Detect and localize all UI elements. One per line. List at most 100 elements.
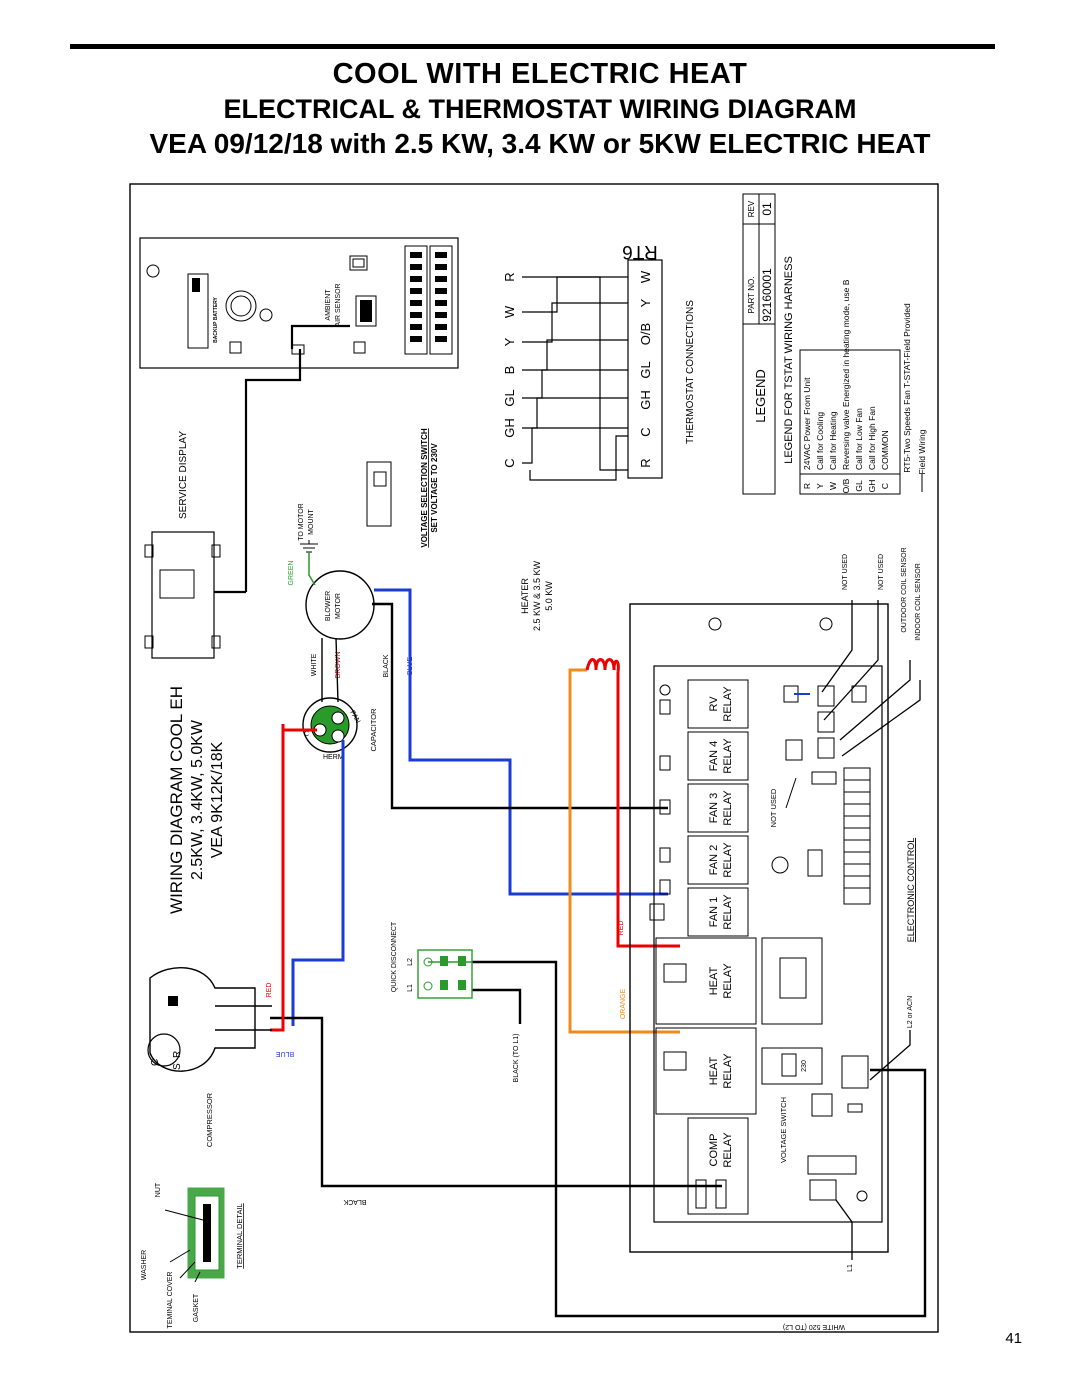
heat-relay-2-line2: RELAY bbox=[722, 1053, 734, 1089]
sensor-labels: NOT USED NOT USED OUTDOOR COIL SENSOR IN… bbox=[842, 547, 922, 1272]
detail-nut: NUT bbox=[155, 1182, 162, 1197]
legend-code-gl: GL bbox=[854, 480, 864, 492]
terminal-bottom-ob: O/B bbox=[638, 323, 653, 345]
cap-term-c: C bbox=[304, 731, 309, 738]
motor-short-wires bbox=[321, 637, 339, 703]
display-connector-strip bbox=[404, 245, 453, 355]
legend-field-wiring: Field Wiring bbox=[917, 429, 927, 474]
backup-battery: BACKUP BATTERY bbox=[187, 273, 273, 349]
thermostat-connections-label: THERMOSTAT CONNECTIONS bbox=[685, 300, 696, 444]
wire-label-blue-left: BLUE bbox=[276, 1050, 295, 1057]
not-used-center: NOT USED bbox=[769, 788, 778, 827]
compressor-label: COMPRESSOR bbox=[205, 1092, 214, 1147]
legend-part-no-label: PART NO. bbox=[747, 277, 756, 314]
legend-rows: R 24VAC Power From Unit Y Call for Cooli… bbox=[802, 279, 890, 493]
terminal-top-b: B bbox=[502, 366, 517, 375]
capacitor-label: CAPACITOR bbox=[369, 708, 378, 752]
model-line: VEA 09/12/18 with 2.5 KW, 3.4 KW or 5KW … bbox=[149, 128, 931, 159]
terminal-top-w: W bbox=[502, 305, 517, 318]
relay-fan3-line1: FAN 3 bbox=[708, 793, 720, 824]
legend-text-w: Call for Heating bbox=[828, 411, 838, 470]
pin-header bbox=[843, 767, 871, 905]
relay-fan1-line1: FAN 1 bbox=[708, 897, 720, 928]
terminal-bottom-w: W bbox=[638, 270, 653, 283]
heat-relay-2-line1: HEAT bbox=[708, 1056, 720, 1085]
heater-kw-label-1: 2.5 KW & 3.5 KW bbox=[532, 560, 542, 631]
service-display: SERVICE DISPLAY bbox=[144, 431, 246, 659]
heater-kw-label-2: 5.0 KW bbox=[544, 581, 554, 611]
relay-fan2-line1: FAN 2 bbox=[708, 845, 720, 876]
legend-part-no: 92160001 bbox=[760, 268, 774, 322]
detail-washer: WASHER bbox=[141, 1250, 148, 1280]
wire-label-white: WHITE bbox=[311, 653, 318, 676]
heater-label: HEATER bbox=[520, 578, 530, 614]
legend-text-r: 24VAC Power From Unit bbox=[802, 377, 812, 470]
thermostat-terminals-bottom: R C GH GL O/B Y W bbox=[638, 270, 653, 468]
relay-fan4-line1: FAN 4 bbox=[708, 741, 720, 772]
terminal-top-y: Y bbox=[502, 337, 517, 346]
relay-fan1-line2: RELAY bbox=[722, 894, 734, 930]
legend-text-gl: Call for Low Fan bbox=[854, 408, 864, 470]
terminal-top-gl: GL bbox=[502, 389, 517, 406]
capacitor: CAPACITOR C FAN HERM bbox=[302, 697, 378, 761]
ambient-label: AMBIENT bbox=[325, 289, 332, 321]
heat-relays: HEAT RELAY HEAT RELAY bbox=[655, 937, 757, 1115]
v230-label: 230 bbox=[801, 1060, 808, 1072]
diagram-title: WIRING DIAGRAM COOL EH 2.5KW, 3.4KW, 5.0… bbox=[167, 686, 226, 914]
electronic-control-board: RV RELAY FAN 4 RELAY FAN 3 RELAY FAN 2 R… bbox=[629, 603, 916, 1253]
blower-motor: BLOWER MOTOR TO MOTOR MOUNT GREEN bbox=[288, 503, 375, 640]
comp-term-r: R bbox=[172, 1051, 183, 1058]
thermostat-terminals-top: C GH GL B Y W R bbox=[502, 272, 517, 467]
legend-text-ob: Reversing valve Energized in heating mod… bbox=[841, 279, 851, 470]
cap-term-herm: HERM bbox=[323, 754, 344, 761]
wire-label-white-to-l2: WHITE 520 (TO L2) bbox=[783, 1323, 845, 1330]
qd-l1: L1 bbox=[407, 984, 414, 992]
terminal-bottom-y: Y bbox=[638, 298, 653, 307]
comp-relay-line2: RELAY bbox=[722, 1132, 734, 1168]
thermostat-block: RT6 C GH GL B Y W R R C GH GL O/B Y W bbox=[502, 241, 696, 481]
comp-relay: COMP RELAY bbox=[687, 1117, 749, 1215]
legend-code-w: W bbox=[828, 482, 838, 490]
header-rule bbox=[70, 44, 995, 49]
thermostat-harness-wires bbox=[522, 276, 628, 481]
indoor-coil-sensor: INDOOR COIL SENSOR bbox=[915, 563, 922, 641]
compressor: C S R COMPRESSOR bbox=[147, 966, 272, 1147]
ambient-air-sensor: AMBIENT AIR SENSOR bbox=[325, 255, 377, 327]
wire-orange bbox=[568, 668, 680, 1034]
mount-label: MOUNT bbox=[308, 508, 315, 534]
voltage-selection-label: VOLTAGE SELECTION SWITCH bbox=[420, 428, 429, 547]
display-wires bbox=[244, 324, 350, 592]
legend-code-gh: GH bbox=[867, 480, 877, 493]
detail-gasket: GASKET bbox=[193, 1293, 200, 1322]
l2-or-acn: L2 or ACN bbox=[907, 996, 914, 1028]
rt6-label: RT6 bbox=[622, 241, 658, 262]
diagram-title-line3: VEA 9K12K/18K bbox=[209, 741, 226, 858]
qd-label: QUICK DISCONNECT bbox=[391, 921, 398, 992]
heat-relay-1-line1: HEAT bbox=[708, 966, 720, 995]
sensor-wires bbox=[821, 600, 921, 1260]
relay-column: RV RELAY FAN 4 RELAY FAN 3 RELAY FAN 2 R… bbox=[687, 679, 749, 937]
wire-label-red-right: RED bbox=[618, 921, 625, 936]
wire-label-black: BLACK bbox=[383, 654, 390, 677]
terminal-bottom-gh: GH bbox=[638, 390, 653, 410]
legend-rev-label: REV bbox=[747, 200, 756, 217]
detail-terminal-cover: TEMINAL COVER bbox=[167, 1272, 174, 1329]
not-used-1: NOT USED bbox=[842, 554, 849, 590]
legend-text-c: COMMON bbox=[880, 430, 890, 470]
blower-label: BLOWER bbox=[325, 591, 332, 621]
terminal-bottom-r: R bbox=[638, 458, 653, 467]
legend-text-y: Call for Cooling bbox=[815, 412, 825, 470]
legend-subtitle: LEGEND FOR TSTAT WIRING HARNESS bbox=[783, 256, 795, 464]
wire-label-green: GREEN bbox=[288, 561, 295, 586]
wire-label-black-bottom: BLACK bbox=[343, 1198, 366, 1205]
terminal-top-r: R bbox=[502, 272, 517, 281]
motor-label: MOTOR bbox=[335, 593, 342, 619]
terminal-top-gh: GH bbox=[502, 418, 517, 438]
wire-labels-main: RED BLUE BLACK RED ORANGE BLACK (TO L1) … bbox=[266, 921, 845, 1330]
legend-note: RT5-Two Speeds Fan T-STAT-Field Provided bbox=[902, 303, 912, 473]
tstat-connectors bbox=[783, 685, 867, 761]
heat-relay-1-line2: RELAY bbox=[722, 963, 734, 999]
relay-rv-line1: RV bbox=[708, 696, 720, 712]
wire-red bbox=[270, 672, 680, 1032]
